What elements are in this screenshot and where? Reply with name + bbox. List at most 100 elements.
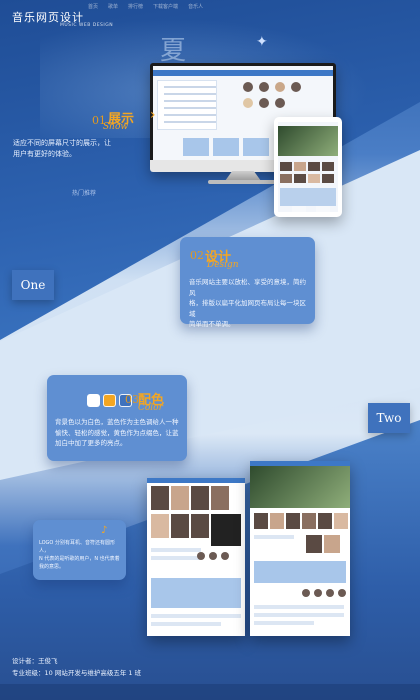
list-row — [164, 93, 216, 95]
artist-avatar — [221, 552, 229, 560]
top-nav: 首页 歌单 排行榜 下载客户端 音乐人 — [88, 3, 203, 10]
decor-square — [292, 206, 306, 216]
section-description: 背景色以为白色，蓝色作为主色调给人一种 愉快、轻松的感觉，黄色作为点缀色，让蓝 … — [55, 418, 179, 447]
album-cover — [334, 513, 348, 529]
artist-photo — [171, 514, 189, 538]
album-cover — [294, 162, 306, 171]
artist-avatar — [338, 589, 346, 597]
artist-photo — [306, 535, 322, 553]
section-subtitle: Design — [207, 260, 239, 270]
artist-avatar — [275, 98, 285, 108]
content-tile — [213, 138, 239, 156]
artist-avatar — [209, 552, 217, 560]
artist-avatar — [259, 98, 269, 108]
color-swatch-white — [87, 394, 100, 407]
artist-avatar — [314, 589, 322, 597]
list-row — [254, 613, 344, 617]
list-row — [164, 114, 216, 116]
nav-item[interactable]: 首页 — [88, 4, 99, 10]
section-description: 音乐网站主要以放松、享受的意境，简约风 格，排版以扁平化加网页布局让每一块区域 … — [189, 278, 306, 328]
artist-photo — [211, 486, 229, 510]
color-swatch-orange — [103, 394, 116, 407]
artist-avatar — [275, 82, 285, 92]
list-row — [164, 121, 216, 123]
nav-item[interactable]: 音乐人 — [188, 4, 204, 10]
artist-avatar — [326, 589, 334, 597]
tablet-hero-photo — [278, 126, 338, 156]
album-cover — [308, 174, 320, 183]
music-note-icon: ♪ — [101, 525, 108, 536]
site-navbar — [147, 478, 245, 483]
section-number: 01 — [92, 114, 106, 127]
artist-avatar — [302, 589, 310, 597]
nav-item[interactable]: 下载客户端 — [153, 4, 179, 10]
list-row — [254, 621, 314, 625]
album-cover — [308, 162, 320, 171]
content-tile — [254, 561, 346, 583]
content-tile — [183, 138, 209, 156]
album-cover — [254, 513, 268, 529]
color-swatch-blue — [119, 394, 132, 407]
tablet-mockup — [274, 117, 342, 217]
player-bar — [0, 684, 420, 700]
album-cover — [280, 174, 292, 183]
page-screenshot-a — [147, 478, 245, 636]
album-cover — [286, 513, 300, 529]
nav-item[interactable]: 排行榜 — [128, 4, 144, 10]
list-row — [151, 556, 201, 560]
designer-credit: 设计者：王俊飞 — [12, 657, 58, 665]
arrow-right-icon: › — [150, 107, 156, 123]
list-row — [151, 614, 241, 618]
monitor-base — [208, 180, 278, 184]
album-cover — [318, 513, 332, 529]
tablet-screen — [278, 122, 338, 212]
content-tile — [280, 188, 336, 206]
artist-photo — [171, 486, 189, 510]
artist-photo — [151, 486, 169, 510]
card-color: 03 配色 Color 背景色以为白色，蓝色作为主色调给人一种 愉快、轻松的感觉… — [47, 375, 187, 461]
site-sidebar — [157, 80, 217, 130]
butterfly-icon: ✦ — [256, 34, 268, 50]
artist-avatar — [291, 82, 301, 92]
artist-photo — [151, 514, 169, 538]
tag-two: Two — [368, 403, 410, 433]
section-description: 适应不同的屏幕尺寸的展示，让 用户有更好的体验。 — [13, 139, 111, 158]
class-credit: 专业班级：10 网站开发与维护高级五年 1 班 — [12, 669, 142, 677]
site-navbar — [250, 461, 350, 466]
logo-title: 音乐网页设计 — [12, 11, 84, 24]
album-cover — [294, 174, 306, 183]
list-row — [164, 107, 216, 109]
hero-photo — [250, 466, 350, 508]
artist-avatar — [197, 552, 205, 560]
section-description: LOGO 分别有耳机、音符还有圆形人， N 代表的是听歌的用户，N 也代表着 我… — [39, 540, 120, 570]
decor-square — [316, 206, 330, 216]
monitor-stand — [225, 171, 261, 181]
faded-section-label: 热门推荐 — [72, 190, 97, 197]
section-title: 展示 — [108, 112, 135, 127]
artist-photo — [324, 535, 340, 553]
hero-title: 夏 — [160, 36, 189, 66]
album-cover — [322, 174, 334, 183]
section-subtitle: Color — [138, 403, 163, 413]
section-number: 03 — [125, 393, 139, 406]
album-cover — [270, 513, 284, 529]
list-row — [254, 605, 344, 609]
list-row — [254, 535, 294, 539]
album-cover — [322, 162, 334, 171]
artist-avatar — [243, 98, 253, 108]
card-logo-note: ♪ LOGO 分别有耳机、音符还有圆形人， N 代表的是听歌的用户，N 也代表着… — [33, 520, 126, 580]
album-cover — [302, 513, 316, 529]
page-screenshot-b — [250, 461, 350, 636]
list-row — [151, 622, 221, 626]
featured-photo — [211, 514, 241, 546]
nav-item[interactable]: 歌单 — [108, 4, 119, 10]
artist-photo — [191, 514, 209, 538]
section-title: 设计 — [205, 250, 232, 265]
footer-credits: 设计者：王俊飞 专业班级：10 网站开发与维护高级五年 1 班 — [12, 655, 141, 679]
card-design: 02 设计 Design 音乐网站主要以放松、享受的意境，简约风 格，排版以扁平… — [180, 237, 315, 328]
artist-avatar — [259, 82, 269, 92]
content-tile — [151, 578, 241, 608]
content-tile — [243, 138, 269, 156]
list-row — [164, 86, 216, 88]
artist-photo — [191, 486, 209, 510]
